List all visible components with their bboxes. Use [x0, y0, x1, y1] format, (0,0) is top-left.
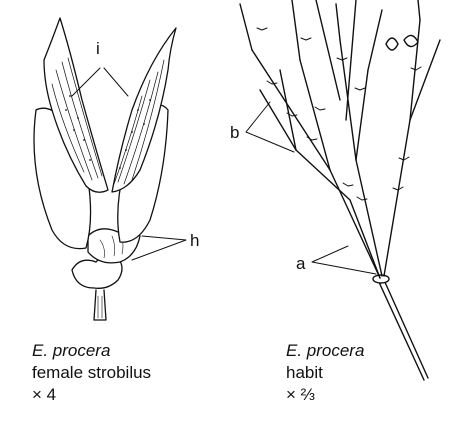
- label-i: i: [96, 40, 100, 57]
- magnification: × ⅔: [286, 384, 364, 406]
- magnification: × 4: [32, 384, 151, 406]
- caption-female-strobilus: E. procera female strobilus × 4: [32, 340, 151, 406]
- caption-description: female strobilus: [32, 362, 151, 384]
- female-strobilus-drawing: [34, 18, 186, 320]
- label-a: a: [296, 255, 305, 272]
- species-name: E. procera: [286, 340, 364, 362]
- caption-habit: E. procera habit × ⅔: [286, 340, 364, 406]
- label-b: b: [230, 124, 239, 141]
- species-name: E. procera: [32, 340, 151, 362]
- habit-drawing: [240, 0, 440, 380]
- label-h: h: [190, 232, 199, 249]
- caption-description: habit: [286, 362, 364, 384]
